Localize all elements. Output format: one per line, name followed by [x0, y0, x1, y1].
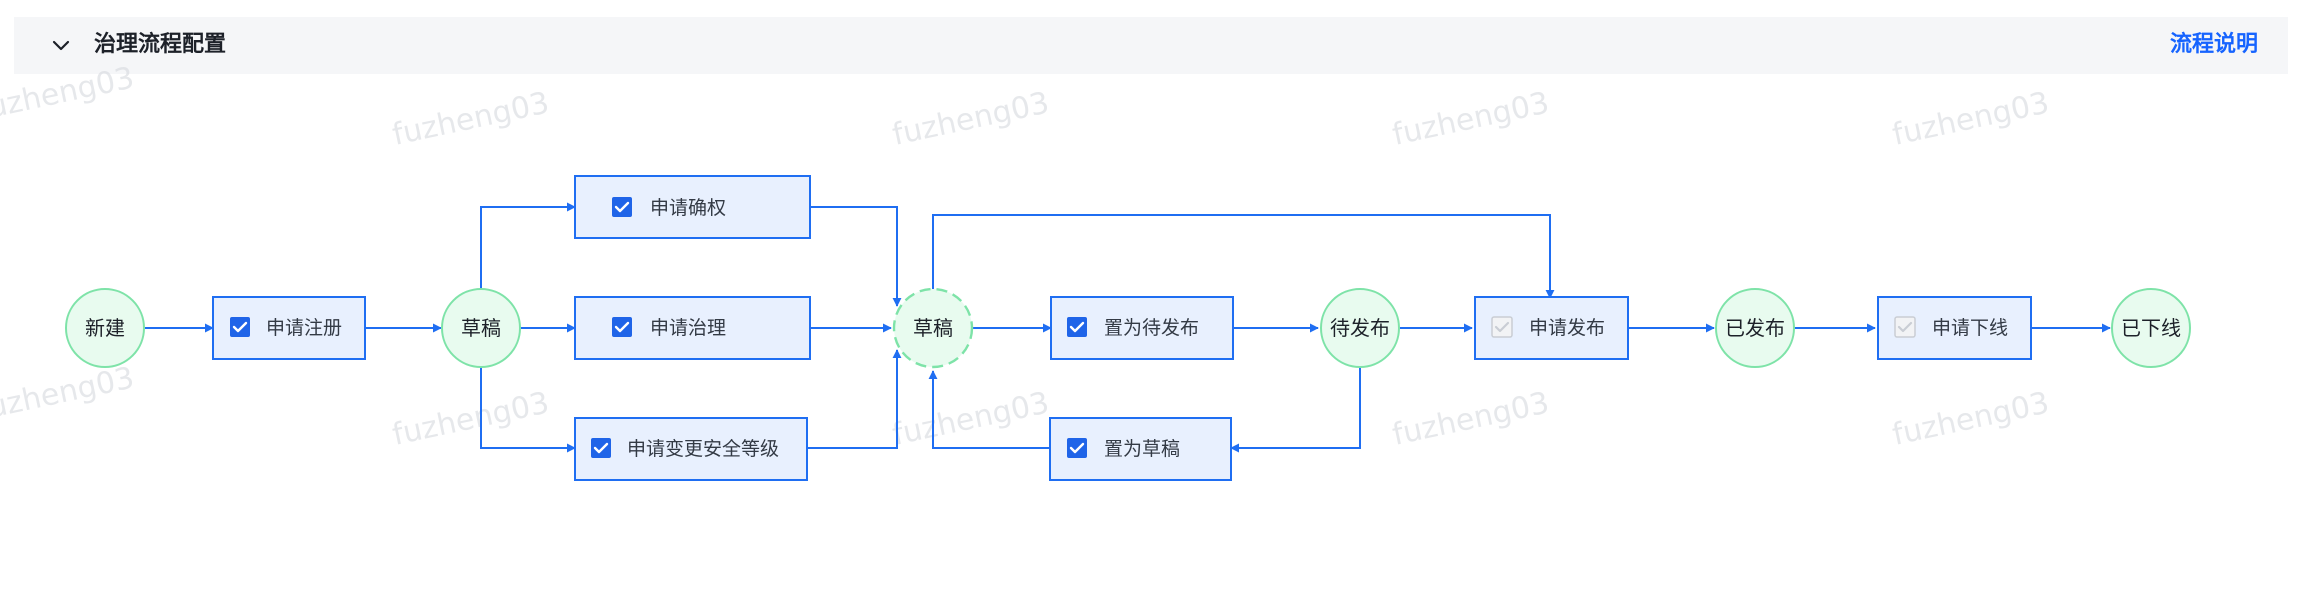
action-label: 申请发布 [1529, 317, 1605, 339]
watermark: fuzheng03 [389, 386, 552, 453]
state-node-new: 新建 [65, 288, 145, 368]
state-label: 新建 [85, 316, 125, 340]
action-node-apply-offline[interactable]: 申请下线 [1877, 296, 2032, 360]
watermark-layer: fuzheng03 fuzheng03 fuzheng03 fuzheng03 … [0, 61, 2052, 453]
state-node-offline: 已下线 [2111, 288, 2191, 368]
action-label: 置为待发布 [1104, 317, 1199, 339]
state-node-published: 已发布 [1715, 288, 1795, 368]
watermark: fuzheng03 [0, 361, 137, 428]
action-node-set-pending[interactable]: 置为待发布 [1050, 296, 1234, 360]
edge [811, 206, 902, 307]
state-node-draft-selected: 草稿 [892, 287, 974, 369]
action-label: 申请注册 [266, 317, 342, 339]
state-label: 已下线 [2121, 316, 2181, 340]
action-node-apply-confirm[interactable]: 申请确权 [574, 175, 811, 239]
action-node-apply-change-security-level[interactable]: 申请变更安全等级 [574, 417, 808, 481]
watermark: fuzheng03 [1889, 86, 2052, 153]
action-label: 置为草稿 [1104, 438, 1180, 460]
action-node-apply-govern[interactable]: 申请治理 [574, 296, 811, 360]
edge [928, 370, 1050, 449]
process-help-link[interactable]: 流程说明 [2169, 32, 2258, 57]
watermark: fuzheng03 [889, 86, 1052, 153]
chevron-down-icon[interactable] [49, 34, 73, 58]
edge [480, 202, 576, 289]
checkbox-checked-icon[interactable] [591, 438, 611, 458]
checkbox-disabled-icon [1491, 316, 1513, 338]
action-label: 申请治理 [650, 317, 726, 339]
action-label: 申请变更安全等级 [627, 438, 779, 460]
state-label: 草稿 [913, 316, 953, 340]
checkbox-checked-icon[interactable] [612, 317, 632, 337]
checkbox-checked-icon[interactable] [1067, 438, 1087, 458]
checkbox-disabled-icon [1894, 316, 1916, 338]
edge [480, 367, 576, 453]
checkbox-checked-icon[interactable] [230, 317, 250, 337]
edge [932, 214, 1555, 299]
state-label: 已发布 [1725, 316, 1785, 340]
checkbox-checked-icon[interactable] [1067, 317, 1087, 337]
watermark: fuzheng03 [0, 61, 137, 128]
section-header: 治理流程配置 流程说明 [14, 17, 2288, 74]
edge [807, 349, 902, 449]
action-node-apply-register[interactable]: 申请注册 [212, 296, 366, 360]
watermark: fuzheng03 [1389, 86, 1552, 153]
watermark: fuzheng03 [389, 86, 552, 153]
action-label: 申请确权 [650, 197, 726, 219]
edge [1230, 367, 1361, 453]
action-label: 申请下线 [1932, 317, 2008, 339]
connector-layer [145, 202, 2111, 453]
state-label: 草稿 [461, 316, 501, 340]
state-node-pending: 待发布 [1320, 288, 1400, 368]
state-label: 待发布 [1330, 316, 1390, 340]
watermark: fuzheng03 [1389, 386, 1552, 453]
watermark: fuzheng03 [889, 386, 1052, 453]
checkbox-checked-icon[interactable] [612, 197, 632, 217]
watermark: fuzheng03 [1889, 386, 2052, 453]
action-node-set-draft[interactable]: 置为草稿 [1049, 417, 1232, 481]
state-node-draft: 草稿 [441, 288, 521, 368]
section-title: 治理流程配置 [94, 32, 227, 57]
action-node-apply-publish[interactable]: 申请发布 [1474, 296, 1629, 360]
